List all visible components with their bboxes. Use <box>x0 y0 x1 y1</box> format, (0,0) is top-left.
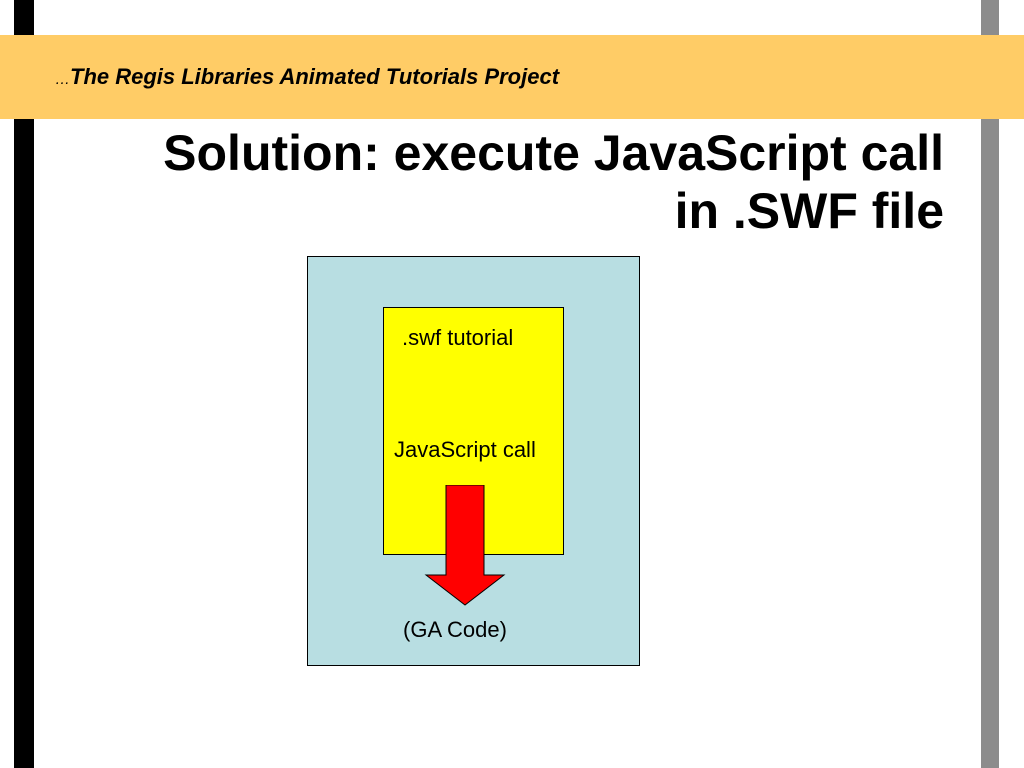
header-title-text: The Regis Libraries Animated Tutorials P… <box>70 64 560 89</box>
down-arrow-icon <box>424 485 506 606</box>
slide-title: Solution: execute JavaScript call in .SW… <box>44 124 944 240</box>
left-border-bar <box>14 0 34 768</box>
header-band <box>0 35 1024 119</box>
header-title: …The Regis Libraries Animated Tutorials … <box>55 64 559 90</box>
slide-title-line-2: in .SWF file <box>674 183 944 239</box>
slide-title-line-1: Solution: execute JavaScript call <box>163 125 944 181</box>
right-border-bar <box>981 0 999 768</box>
header-ellipsis: … <box>55 71 70 88</box>
swf-tutorial-label: .swf tutorial <box>402 325 514 350</box>
javascript-call-label: JavaScript call <box>394 437 536 462</box>
ga-code-label: (GA Code) <box>403 617 507 642</box>
